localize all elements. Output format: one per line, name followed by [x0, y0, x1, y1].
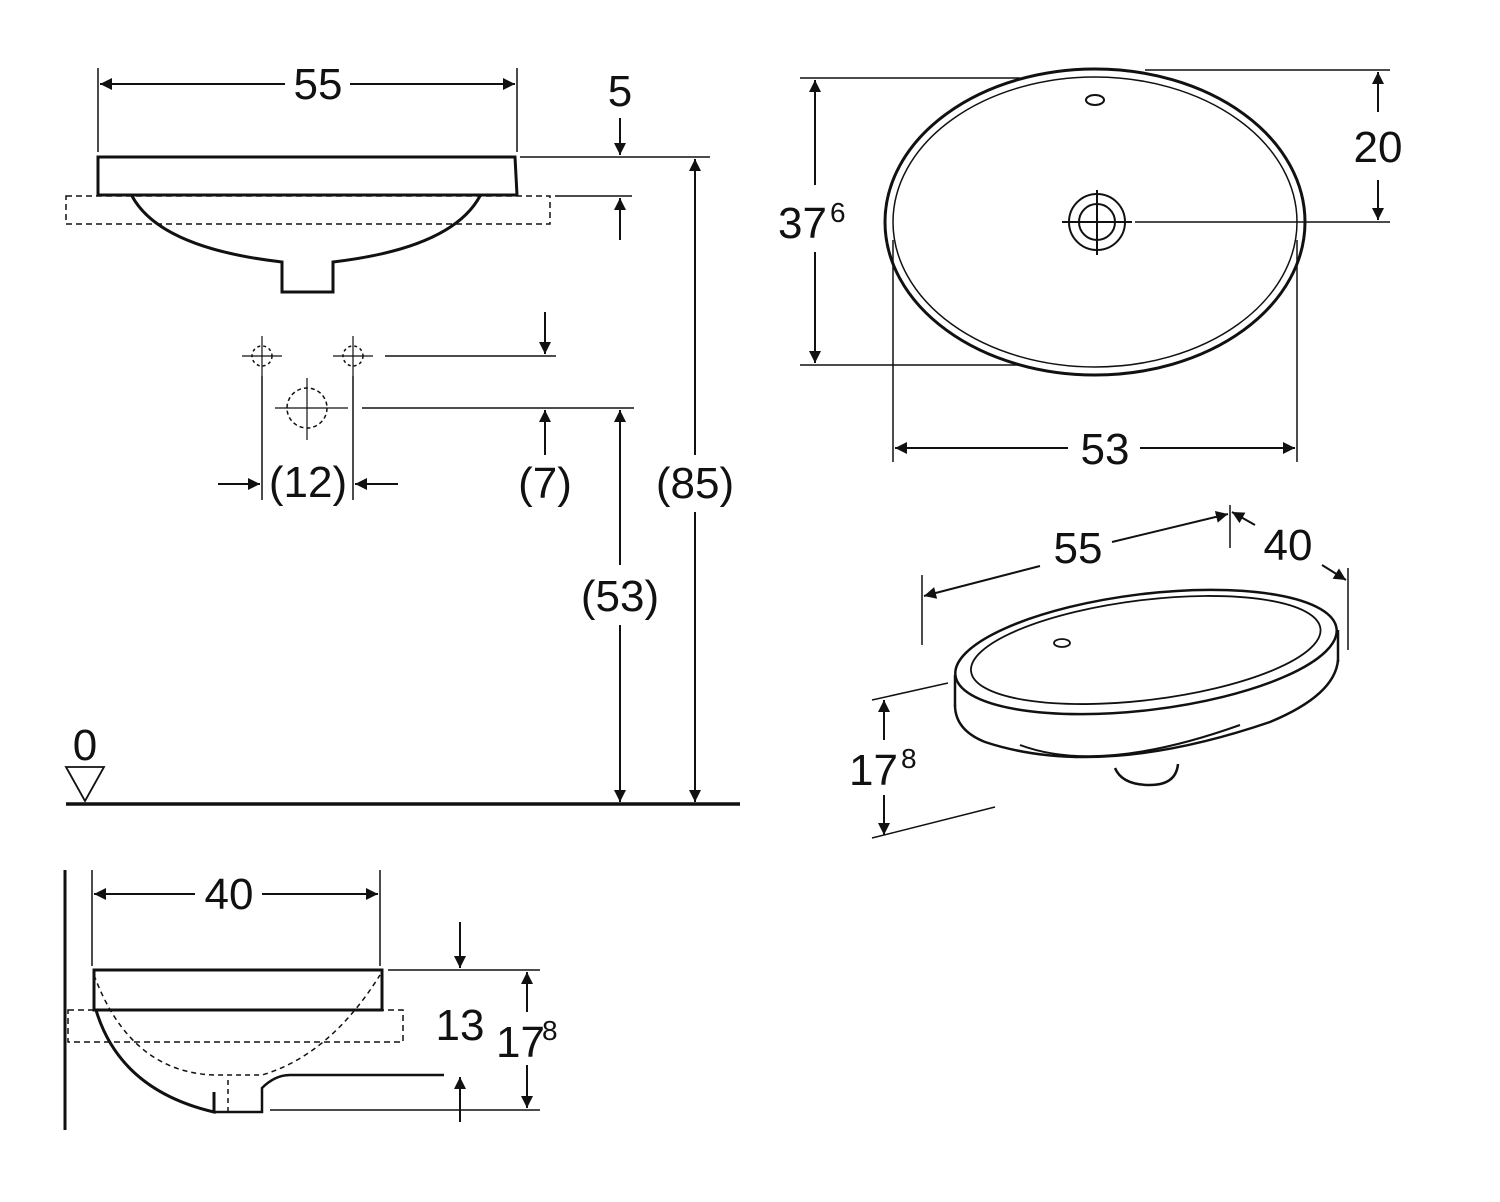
bowl-depth-dimension: 13	[270, 922, 540, 1122]
tap-offset-dimension: (7)	[518, 312, 572, 508]
tap-hole-marks	[242, 336, 556, 376]
depth-label: 37	[778, 199, 827, 248]
depth-superscript: 6	[830, 197, 846, 228]
basin-side-silhouette	[67, 968, 444, 1114]
front-view: 55 5	[64, 60, 740, 806]
width-dimension: 55	[97, 60, 518, 152]
inner-width-label: 53	[1081, 425, 1130, 474]
inner-width-dimension: 53	[892, 240, 1298, 474]
waste-outlet-mark	[261, 376, 634, 500]
side-width-label: 40	[205, 870, 254, 919]
rim-thickness-label: 5	[608, 67, 632, 116]
perspective-width-dimension: 40	[1231, 511, 1349, 650]
perspective-height-dimension: 17 8	[849, 682, 996, 839]
side-height-dimension: 17 8	[496, 972, 558, 1108]
perspective-length-label: 55	[1054, 524, 1103, 573]
top-view: 37 6 20 53	[778, 67, 1403, 474]
side-height-label: 17	[496, 1018, 545, 1067]
width-label: 55	[294, 60, 343, 109]
rim-thickness-dimension: 5	[520, 67, 710, 240]
side-height-superscript: 8	[542, 1015, 558, 1046]
drain-offset-dimension: 20	[1135, 69, 1403, 223]
basin-perspective-outline	[953, 588, 1340, 787]
side-width-dimension: 40	[91, 870, 381, 966]
floor-level-marker: 0	[64, 721, 740, 806]
floor-level-label: 0	[73, 721, 97, 770]
perspective-height-label: 17	[849, 746, 898, 795]
drain-height-dimension: (53)	[581, 410, 659, 802]
tap-spacing-label: (12)	[269, 458, 347, 507]
drain-symbol	[1062, 190, 1132, 255]
tap-spacing-dimension: (12)	[218, 458, 398, 507]
depth-dimension: 37 6	[778, 77, 1020, 366]
perspective-view: 55 40 17 8	[849, 505, 1349, 839]
rim-height-label: (85)	[656, 459, 734, 508]
drain-offset-label: 20	[1354, 123, 1403, 172]
perspective-width-label: 40	[1264, 521, 1313, 570]
bowl-depth-label: 13	[436, 1001, 485, 1050]
basin-front-silhouette	[65, 155, 551, 294]
rim-height-dimension: (85)	[656, 159, 734, 802]
drain-height-label: (53)	[581, 572, 659, 621]
tap-offset-label: (7)	[518, 459, 572, 508]
side-view: 40 13 17 8	[63, 870, 558, 1130]
perspective-height-superscript: 8	[901, 743, 917, 774]
perspective-length-dimension: 55	[921, 505, 1231, 645]
